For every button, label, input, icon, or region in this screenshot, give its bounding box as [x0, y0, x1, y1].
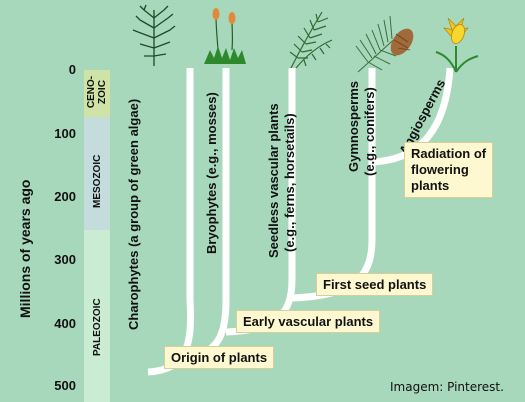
- tick-200: 200: [54, 189, 76, 204]
- gymnosperms-label: Gymnosperms: [346, 80, 361, 172]
- y-axis-title: Millions of years ago: [17, 179, 33, 318]
- radiation-line-3: plants: [411, 178, 450, 193]
- tick-300: 300: [54, 252, 76, 267]
- origin-of-plants-box: Origin of plants: [164, 346, 275, 369]
- charophytes-branch: [147, 68, 194, 376]
- moss-icon: [204, 8, 246, 64]
- conifer-icon: [355, 15, 414, 73]
- tick-500: 500: [54, 378, 76, 393]
- radiation-line-2: flowering: [411, 162, 469, 177]
- tick-0: 0: [68, 62, 76, 77]
- cenozoic-band: [84, 70, 110, 117]
- green-algae-icon: [132, 4, 176, 66]
- radiation-flowering-box: Radiation of flowering plants: [404, 142, 494, 198]
- angiosperms-branch: [371, 67, 454, 166]
- geologic-time-column: [84, 70, 110, 402]
- paleozoic-band-lower: [84, 230, 110, 402]
- cenozoic-label: CENO- ZOIC: [86, 75, 108, 109]
- seedless-vascular-examples: (e.g., ferns, horsetails): [282, 113, 297, 252]
- paleozoic-label: PALEOZOIC: [92, 298, 103, 356]
- radiation-line-1: Radiation of: [411, 146, 487, 161]
- first-seed-plants-box: First seed plants: [316, 273, 434, 296]
- bryophytes-label: Bryophytes (e.g., mosses): [204, 92, 219, 254]
- fern-icon: [289, 11, 333, 71]
- early-vascular-plants-box: Early vascular plants: [236, 310, 381, 333]
- mesozoic-label: MESOZOIC: [92, 154, 103, 208]
- gymnosperms-examples: (e.g., conifers): [362, 87, 377, 176]
- tick-400: 400: [54, 316, 76, 331]
- charophytes-label: Charophytes (a group of green algae): [126, 98, 141, 330]
- image-credit: Imagem: Pinterest.: [390, 380, 504, 394]
- tick-100: 100: [54, 126, 76, 141]
- flower-icon: [435, 17, 479, 73]
- seedless-vascular-label: Seedless vascular plants: [266, 103, 281, 258]
